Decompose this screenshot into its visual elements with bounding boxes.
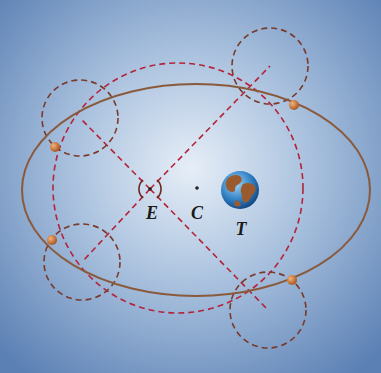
epicycles bbox=[42, 28, 308, 348]
point-label: C bbox=[191, 204, 203, 222]
planet bbox=[50, 142, 60, 152]
planet-path bbox=[22, 84, 370, 296]
continent bbox=[226, 175, 242, 192]
angle-arcs bbox=[139, 180, 161, 198]
epicycle bbox=[230, 272, 306, 348]
radius-line bbox=[82, 189, 150, 262]
deferent-circle bbox=[53, 63, 303, 313]
planet bbox=[47, 235, 57, 245]
radius-line bbox=[80, 118, 150, 189]
radius-line bbox=[150, 189, 268, 310]
angle-arc bbox=[157, 180, 161, 198]
planets bbox=[47, 100, 299, 285]
planet bbox=[289, 100, 299, 110]
earth-globe bbox=[221, 171, 259, 209]
continent bbox=[241, 183, 256, 203]
equant-radii bbox=[80, 66, 270, 310]
planet bbox=[287, 275, 297, 285]
epicycle bbox=[44, 224, 120, 300]
center-point bbox=[195, 186, 199, 190]
epicycle bbox=[232, 28, 308, 104]
continent bbox=[234, 200, 241, 207]
earth-ocean bbox=[221, 171, 259, 209]
point-label: E bbox=[146, 204, 158, 222]
epicycle bbox=[42, 80, 118, 156]
point-label: T bbox=[236, 220, 247, 238]
angle-arc bbox=[139, 180, 143, 198]
equant-point bbox=[148, 187, 152, 191]
